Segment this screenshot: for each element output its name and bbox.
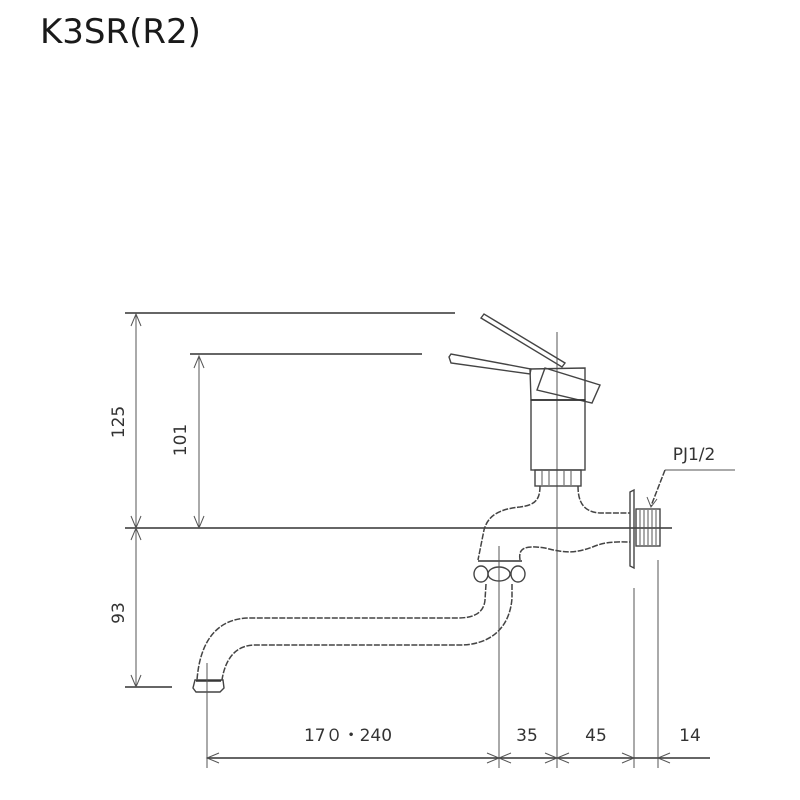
dim-label-45: 45 <box>585 726 607 746</box>
faucet-outlet-body <box>477 485 661 570</box>
dim-101 <box>193 354 205 530</box>
thread-callout <box>646 469 735 509</box>
dim-93 <box>130 526 142 689</box>
lever-handle <box>448 313 601 404</box>
spout-pipe <box>192 583 513 693</box>
valve-body <box>530 399 586 487</box>
dim-label-125: 125 <box>109 406 129 438</box>
model-title: K3SR(R2) <box>40 12 201 52</box>
dim-label-spout-reach: 17０・240 <box>304 726 392 746</box>
dim-label-93: 93 <box>109 602 129 624</box>
dim-label-35: 35 <box>516 726 538 746</box>
thread-spec-label: PJ1/2 <box>673 445 716 465</box>
dim-label-14: 14 <box>679 726 701 746</box>
dim-125 <box>130 312 142 530</box>
horizontal-dim-line <box>205 752 710 764</box>
dim-label-101: 101 <box>171 424 191 456</box>
